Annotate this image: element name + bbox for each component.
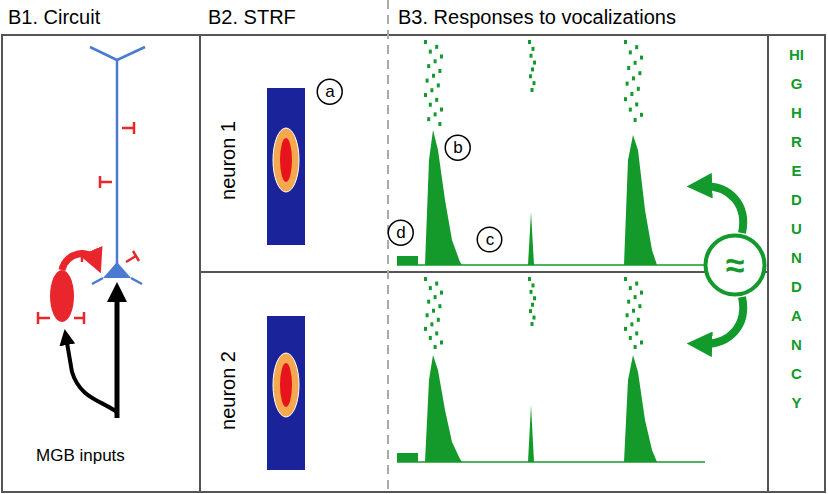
callout-letter: a [325,83,334,100]
callout-letter: b [453,139,462,156]
callout-letter: ≈ [726,248,745,282]
circled-callout: a [316,78,343,105]
panel-title: B3. Responses to vocalizations [398,6,676,29]
input-label: MGB inputs [36,446,125,466]
callout-letter: d [396,224,405,241]
spike-raster [424,40,643,349]
psth [397,355,705,462]
strf-map [267,88,305,245]
psth [397,130,705,265]
row-label: neuron 1 [217,121,240,200]
divider-dashed [387,0,389,494]
strf-map [267,316,305,470]
circled-callout: b [444,134,471,161]
callout-letter: c [486,231,495,248]
row-label: neuron 2 [217,351,240,430]
neuron-circuit [38,47,145,418]
panel-title: B2. STRF [208,6,296,29]
circled-callout: c [476,226,503,253]
panel-title: B1. Circuit [8,6,100,29]
circled-callout: ≈ [703,233,767,297]
panel-frame [2,35,825,492]
side-label: HIGH REDUNDANCY [789,40,804,417]
circled-callout: d [387,219,414,246]
